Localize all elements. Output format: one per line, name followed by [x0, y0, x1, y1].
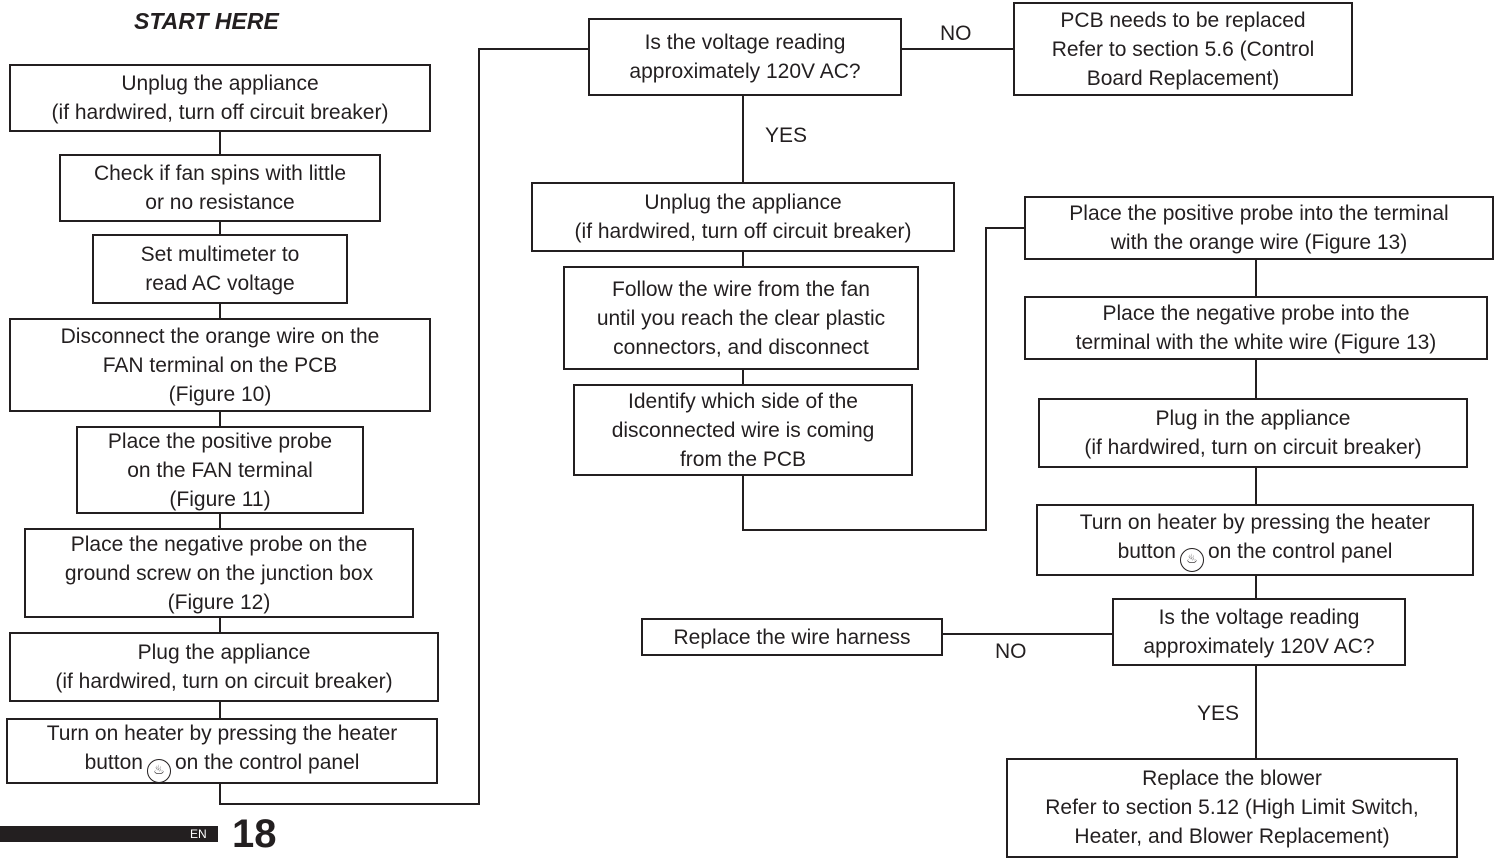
step-line: with the orange wire (Figure 13) — [1110, 231, 1408, 254]
step-line: (Figure 10) — [168, 382, 272, 406]
branch-label-no: NO — [995, 640, 1027, 663]
step-line: Unplug the appliance — [121, 72, 319, 95]
step-line: (if hardwired, turn on circuit breaker) — [1084, 436, 1422, 459]
step-unplug-appliance-2: Unplug the appliance (if hardwired, turn… — [531, 182, 955, 252]
step-line: Heater, and Blower Replacement) — [1074, 825, 1390, 848]
decision-voltage-reading-2: Is the voltage reading approximately 120… — [1112, 598, 1406, 666]
branch-label-yes: YES — [765, 124, 808, 147]
page-footer-bar — [0, 826, 218, 842]
step-line: read AC voltage — [145, 272, 295, 295]
step-line: Disconnect the orange wire on the — [60, 324, 380, 348]
step-line: Replace the wire harness — [673, 625, 911, 649]
step-negative-probe-white: Place the negative probe into the termin… — [1024, 296, 1488, 360]
step-turn-on-heater: Turn on heater by pressing the heater bu… — [6, 718, 438, 784]
step-line: Place the positive probe — [107, 429, 333, 453]
step-line: Replace the blower — [1142, 767, 1322, 790]
step-replace-wire-harness: Replace the wire harness — [641, 618, 943, 656]
step-line: (Figure 11) — [169, 487, 271, 511]
step-line: Check if fan spins with little — [93, 162, 347, 185]
step-replace-pcb: PCB needs to be replaced Refer to sectio… — [1013, 2, 1353, 96]
step-identify-pcb-side: Identify which side of the disconnected … — [573, 384, 913, 476]
step-line: Identify which side of the — [628, 389, 858, 413]
step-check-fan-spins: Check if fan spins with little or no res… — [59, 154, 381, 222]
step-line: disconnected wire is coming — [611, 418, 875, 442]
branch-label-no: NO — [940, 22, 972, 45]
page-number: 18 — [232, 812, 277, 856]
step-line: until you reach the clear plastic — [596, 306, 886, 330]
step-line: Place the negative probe into the — [1102, 302, 1410, 325]
step-line: (if hardwired, turn on circuit breaker) — [55, 670, 393, 693]
step-line: Turn on heater by pressing the heater — [1079, 511, 1431, 534]
step-line: Place the negative probe on the — [70, 532, 368, 556]
language-code: EN — [190, 827, 207, 841]
step-unplug-appliance: Unplug the appliance (if hardwired, turn… — [9, 64, 431, 132]
step-line-with-icon: button♨on the control panel — [1117, 537, 1393, 572]
decision-line: Is the voltage reading — [1158, 606, 1360, 629]
decision-line: approximately 120V AC? — [629, 60, 861, 83]
step-line: terminal with the white wire (Figure 13) — [1075, 331, 1437, 354]
step-line: (if hardwired, turn off circuit breaker) — [51, 101, 389, 124]
step-plug-in-appliance: Plug in the appliance (if hardwired, tur… — [1038, 398, 1468, 468]
step-line: Refer to section 5.12 (High Limit Switch… — [1045, 796, 1419, 819]
step-disconnect-orange-wire: Disconnect the orange wire on the FAN te… — [9, 318, 431, 412]
start-here-heading: START HERE — [134, 8, 279, 34]
step-place-negative-probe: Place the negative probe on the ground s… — [24, 528, 414, 618]
step-line: (Figure 12) — [167, 590, 271, 614]
step-line: PCB needs to be replaced — [1060, 8, 1306, 32]
heater-icon: ♨ — [1179, 548, 1204, 572]
step-line: on the control panel — [1207, 540, 1393, 563]
step-line: on the FAN terminal — [127, 458, 313, 482]
step-turn-on-heater-2: Turn on heater by pressing the heater bu… — [1036, 504, 1474, 576]
step-set-multimeter: Set multimeter to read AC voltage — [92, 234, 348, 304]
step-line: connectors, and disconnect — [613, 335, 869, 359]
step-line: or no resistance — [145, 191, 295, 214]
heater-icon: ♨ — [146, 759, 171, 783]
step-line: Refer to section 5.6 (Control — [1051, 37, 1315, 61]
step-line: Place the positive probe into the termin… — [1069, 202, 1449, 225]
step-line: button — [1117, 540, 1176, 563]
step-line: Follow the wire from the fan — [612, 277, 870, 301]
step-line: Plug the appliance — [137, 641, 311, 664]
step-line: (if hardwired, turn off circuit breaker) — [574, 220, 912, 243]
step-line: Plug in the appliance — [1155, 407, 1351, 430]
step-line: FAN terminal on the PCB — [102, 353, 338, 377]
step-line: Set multimeter to — [140, 243, 300, 266]
branch-label-yes: YES — [1197, 702, 1240, 725]
step-replace-blower: Replace the blower Refer to section 5.12… — [1006, 758, 1458, 858]
step-line: Board Replacement) — [1086, 66, 1280, 90]
step-line: on the control panel — [174, 751, 360, 774]
step-line: Turn on heater by pressing the heater — [46, 722, 398, 745]
step-plug-appliance: Plug the appliance (if hardwired, turn o… — [9, 632, 439, 702]
decision-line: approximately 120V AC? — [1143, 635, 1375, 658]
decision-voltage-reading-1: Is the voltage reading approximately 120… — [588, 18, 902, 96]
step-line: ground screw on the junction box — [64, 561, 374, 585]
step-line-with-icon: button♨on the control panel — [84, 748, 360, 783]
step-place-positive-probe: Place the positive probe on the FAN term… — [76, 426, 364, 514]
step-line: Unplug the appliance — [644, 191, 842, 214]
step-positive-probe-orange: Place the positive probe into the termin… — [1024, 196, 1494, 260]
step-line: button — [84, 751, 143, 774]
step-line: from the PCB — [679, 447, 807, 471]
decision-line: Is the voltage reading — [644, 31, 846, 54]
step-follow-fan-wire: Follow the wire from the fan until you r… — [563, 266, 919, 370]
